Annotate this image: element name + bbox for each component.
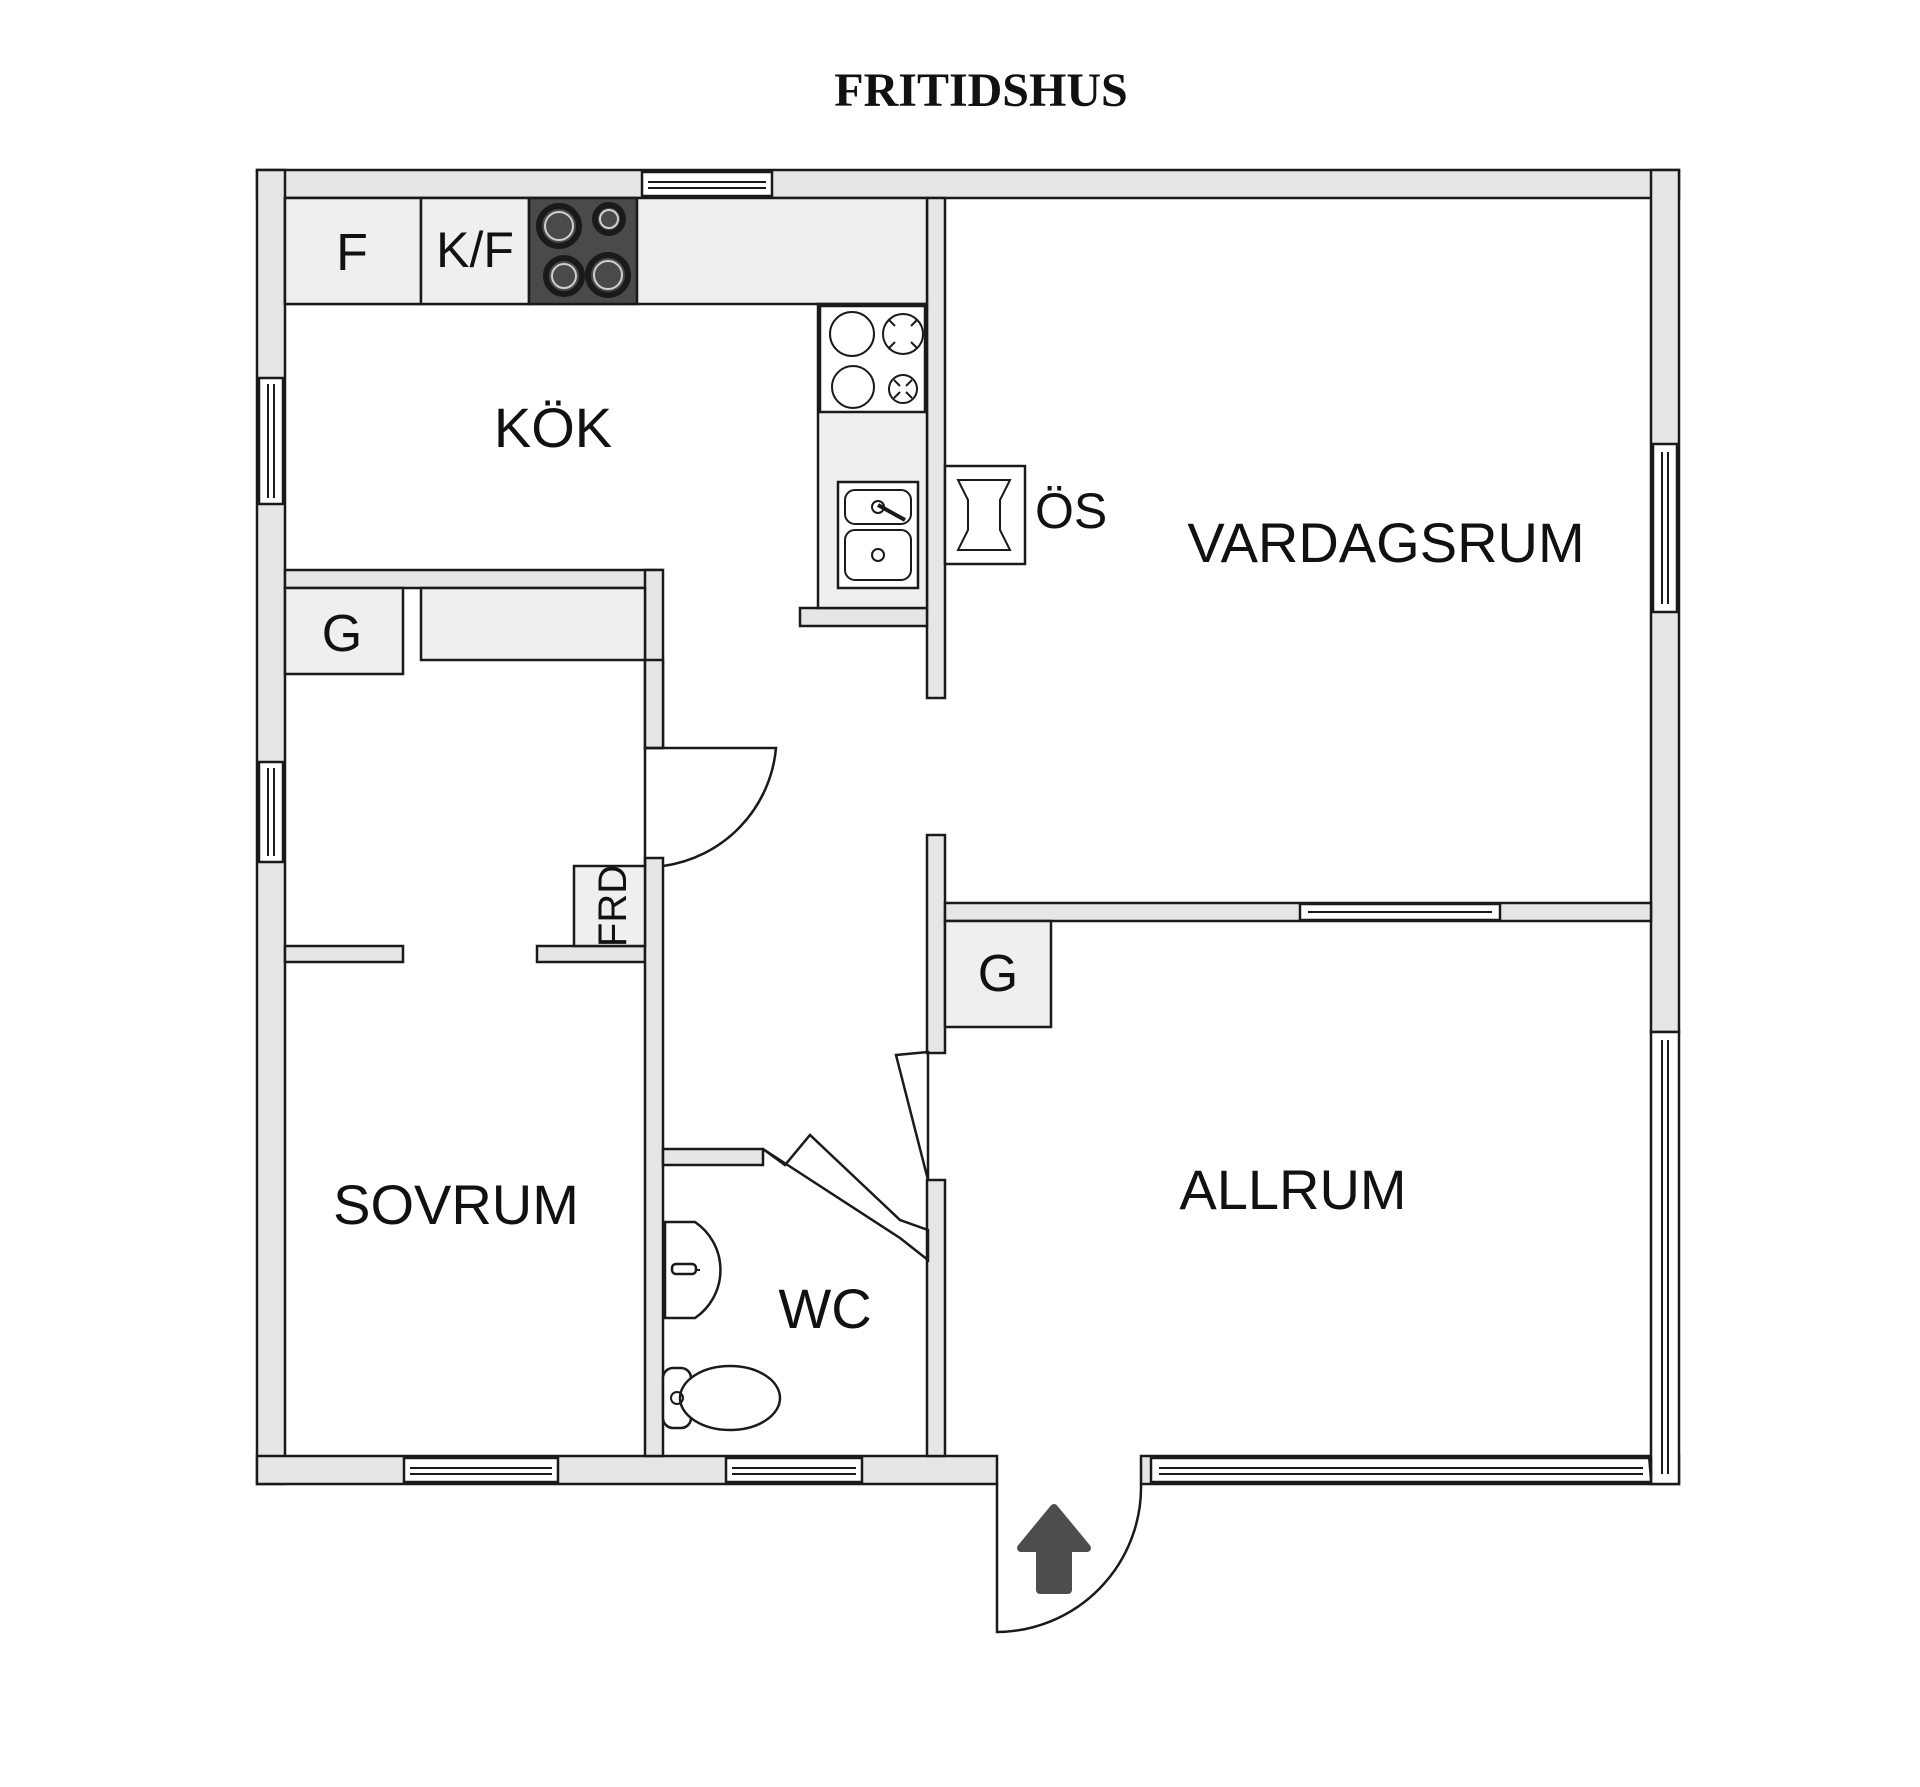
room-label-kitchen: KÖK [494,396,612,459]
freezer-label: F [336,224,368,282]
wardrobe-allrum [943,919,1053,1029]
stove-icon [818,304,927,414]
freezer [283,196,423,306]
room-labels: KÖK VARDAGSRUM SOVRUM ALLRUM WC [333,396,1585,1340]
doors [643,658,930,1263]
entrance-arrow-icon [1017,1504,1091,1594]
room-label-family-room: ALLRUM [1179,1158,1406,1221]
wardrobe-hall-label: G [322,605,362,663]
fireplace-label: ÖS [1035,483,1107,539]
fridge-freezer [419,196,531,306]
interior-walls [283,196,1653,1458]
fridge-freezer-label: K/F [436,222,514,278]
room-label-wc: WC [778,1277,871,1340]
storage [572,864,647,948]
toilet-icon [661,1364,782,1432]
wardrobe-allrum-label: G [978,945,1018,1003]
sink-icon [836,480,920,590]
kitchen-counters: F K/F [283,196,929,610]
room-label-bedroom: SOVRUM [333,1173,579,1236]
washbasin-icon [663,1220,722,1320]
wc-fixtures [661,1220,782,1432]
closets: G G FRD [283,586,1053,1029]
plan-title: FRITIDSHUS [834,64,1127,117]
wardrobe-hall [283,586,405,676]
storage-label: FRD [591,865,635,947]
entrance [995,1483,1143,1634]
windows [257,170,1681,1486]
outer-walls [255,168,1681,1486]
cooktop-icon [527,196,639,306]
fireplace: ÖS [943,464,1107,566]
room-label-living-room: VARDAGSRUM [1187,511,1584,574]
